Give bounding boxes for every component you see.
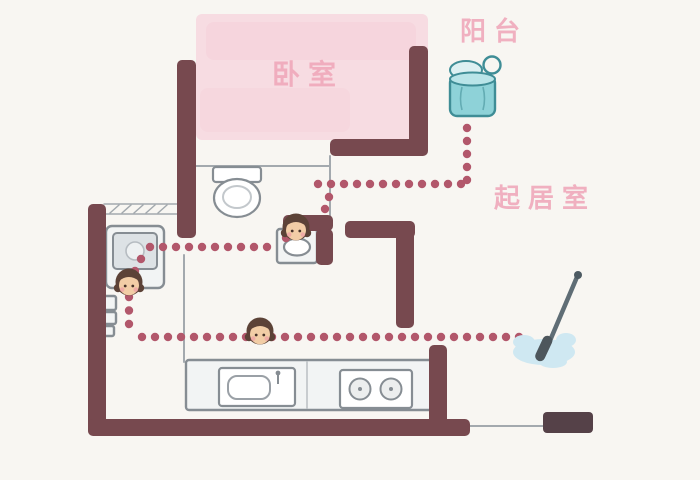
window-hatch xyxy=(109,204,168,214)
mop-icon xyxy=(513,271,582,368)
living-room-label: 起居室 xyxy=(494,183,596,214)
window-frame xyxy=(103,203,179,215)
kitchen-sink xyxy=(217,366,297,408)
stove xyxy=(338,368,414,410)
bedroom-area xyxy=(196,14,428,140)
walls xyxy=(88,46,593,436)
bedroom-label: 卧室 xyxy=(272,58,344,91)
toilet xyxy=(211,165,263,219)
laundry-basket-icon xyxy=(448,55,502,118)
wall-living-center xyxy=(396,221,414,328)
kitchen-counter xyxy=(184,358,434,412)
wall-kitchen-right xyxy=(429,345,447,427)
furniture xyxy=(94,165,434,412)
wall-entry-right xyxy=(543,412,593,433)
cleaning-route-dots xyxy=(124,123,524,342)
wall-balcony-divider xyxy=(409,46,428,152)
wall-bathroom-side xyxy=(316,229,333,265)
wall-outer-bottom xyxy=(88,419,470,436)
balcony-label: 阳台 xyxy=(460,16,528,47)
wall-outer-left xyxy=(88,204,106,435)
wall-bedroom-bottom xyxy=(330,139,428,156)
wall-bedroom-left xyxy=(177,60,196,238)
